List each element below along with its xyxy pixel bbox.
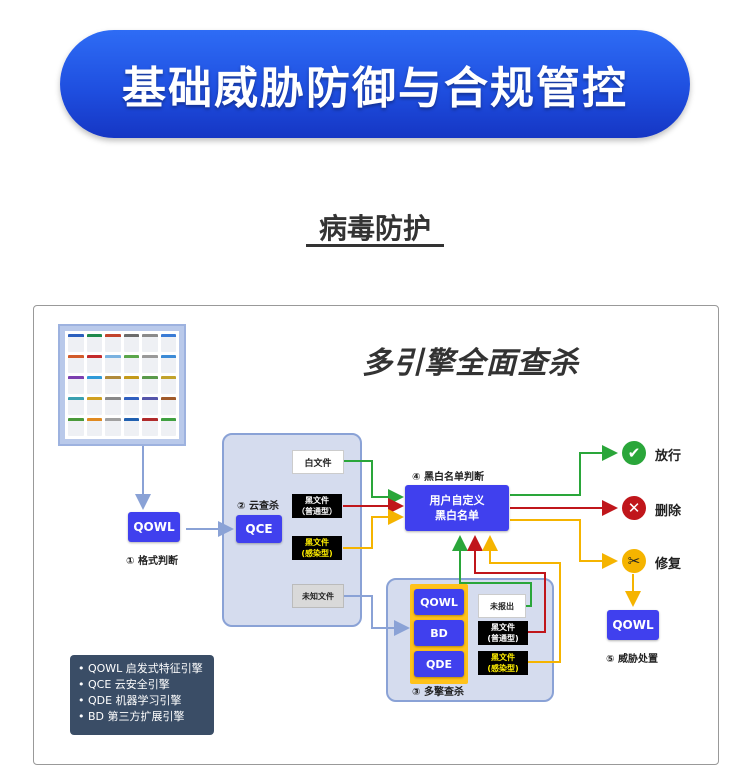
multi-engine-caption: ③ 多擎查杀 (412, 687, 464, 698)
engine-bd: BD (414, 620, 464, 646)
qowl-format-node: QOWL (128, 512, 180, 542)
file-type-icon (160, 355, 176, 373)
delete-label: 删除 (655, 504, 682, 519)
wrench-icon: ✂ (622, 549, 646, 573)
cross-icon: ✕ (622, 496, 646, 520)
diagram-title: 多引擎全面查杀 (362, 346, 579, 381)
file-type-icon (86, 397, 102, 415)
bw-line1: 用户自定义 (429, 494, 485, 507)
engine-qowl: QOWL (414, 589, 464, 615)
file-type-icon (68, 355, 84, 373)
unknown-file-label: 未知文件 (302, 591, 334, 601)
file-type-icon (105, 376, 121, 394)
black-infected-line1: 黑文件 (305, 538, 329, 547)
multi-black-infected-line1: 黑文件 (491, 653, 515, 662)
file-type-icon (160, 418, 176, 436)
file-type-icon (68, 334, 84, 352)
black-file-infected-node: 黑文件 (感染型) (292, 536, 342, 560)
black-infected-line2: (感染型) (301, 549, 333, 558)
file-type-icon (86, 418, 102, 436)
cloud-scan-caption: ② 云查杀 (237, 501, 279, 512)
file-type-icon (123, 418, 139, 436)
multi-black-infected-line2: (感染型) (487, 664, 519, 673)
file-type-icon (68, 376, 84, 394)
white-file-label: 白文件 (304, 458, 332, 469)
qce-label: QCE (245, 522, 273, 536)
qce-node: QCE (236, 515, 282, 543)
file-type-icon (160, 397, 176, 415)
file-type-icon (105, 355, 121, 373)
arrow-bw-to-allow (510, 445, 618, 496)
engine-qowl-label: QOWL (420, 595, 458, 609)
arrow-multiblack-to-bw (467, 535, 546, 633)
file-type-icon (68, 397, 84, 415)
blackwhite-list-caption: ④ 黑白名单判断 (412, 472, 484, 483)
engine-qde-label: QDE (426, 657, 452, 671)
file-type-icon (68, 418, 84, 436)
black-normal-line1: 黑文件 (305, 496, 329, 505)
title-banner: 基础威胁防御与合规管控 (60, 30, 690, 138)
banner-title: 基础威胁防御与合规管控 (122, 63, 628, 114)
bw-line2: 黑白名单 (435, 509, 479, 522)
black-file-normal-node: 黑文件 （普通型） (292, 494, 342, 518)
file-type-icon (105, 334, 121, 352)
allow-label: 放行 (655, 449, 682, 464)
multi-black-normal-node: 黑文件 (普通型) (478, 621, 528, 645)
qowl-disposal-node: QOWL (607, 610, 659, 640)
file-type-icon (105, 418, 121, 436)
file-type-icon (86, 376, 102, 394)
section-title: 病毒防护 (318, 212, 431, 245)
blackwhite-list-node: 用户自定义 黑白名单 (405, 485, 509, 531)
arrow-unknown-to-multi (343, 595, 410, 636)
file-type-icon (142, 334, 158, 352)
file-type-icon (86, 355, 102, 373)
file-type-icon (142, 418, 158, 436)
file-type-icon (123, 397, 139, 415)
file-type-icon-grid (65, 331, 179, 439)
not-reported-node: 未报出 (478, 594, 526, 618)
file-type-icon (142, 397, 158, 415)
check-icon: ✔ (622, 441, 646, 465)
multi-black-normal-line2: (普通型) (487, 634, 519, 643)
disposal-caption: ⑤ 威胁处置 (606, 654, 658, 665)
arrow-multiinfected-to-bw (482, 535, 561, 663)
multi-black-normal-line1: 黑文件 (491, 623, 515, 632)
qowl-input-label: QOWL (133, 520, 175, 534)
arrow-notreported-to-bw (452, 535, 532, 607)
legend-item: • QOWL 启发式特征引擎 (78, 662, 203, 675)
arrow-white-to-bw (343, 460, 404, 505)
file-type-icon (123, 376, 139, 394)
engine-qde: QDE (414, 651, 464, 677)
file-type-icon (86, 334, 102, 352)
arrow-infected-to-bw (343, 509, 404, 549)
qowl-output-label: QOWL (612, 618, 654, 632)
legend-item: • QCE 云安全引擎 (78, 678, 170, 691)
black-normal-line2: （普通型） (297, 507, 337, 516)
legend-item: • QDE 机器学习引擎 (78, 694, 182, 707)
section-title-underline (306, 244, 444, 247)
file-type-icon (105, 397, 121, 415)
unknown-file-node: 未知文件 (292, 584, 344, 608)
file-types-thumbnail (58, 324, 186, 446)
file-type-icon (160, 334, 176, 352)
engine-bd-label: BD (430, 626, 448, 640)
multi-black-infected-node: 黑文件 (感染型) (478, 651, 528, 675)
not-reported-label: 未报出 (490, 601, 514, 611)
file-type-icon (142, 355, 158, 373)
white-file-node: 白文件 (292, 450, 344, 474)
file-type-icon (142, 376, 158, 394)
engine-legend: • QOWL 启发式特征引擎 • QCE 云安全引擎 • QDE 机器学习引擎 … (70, 655, 214, 735)
repair-label: 修复 (655, 557, 682, 572)
arrow-bw-to-repair (510, 519, 618, 569)
file-type-icon (123, 334, 139, 352)
format-check-caption: ① 格式判断 (126, 556, 178, 567)
file-type-icon (123, 355, 139, 373)
legend-item: • BD 第三方扩展引擎 (78, 710, 185, 723)
file-type-icon (160, 376, 176, 394)
